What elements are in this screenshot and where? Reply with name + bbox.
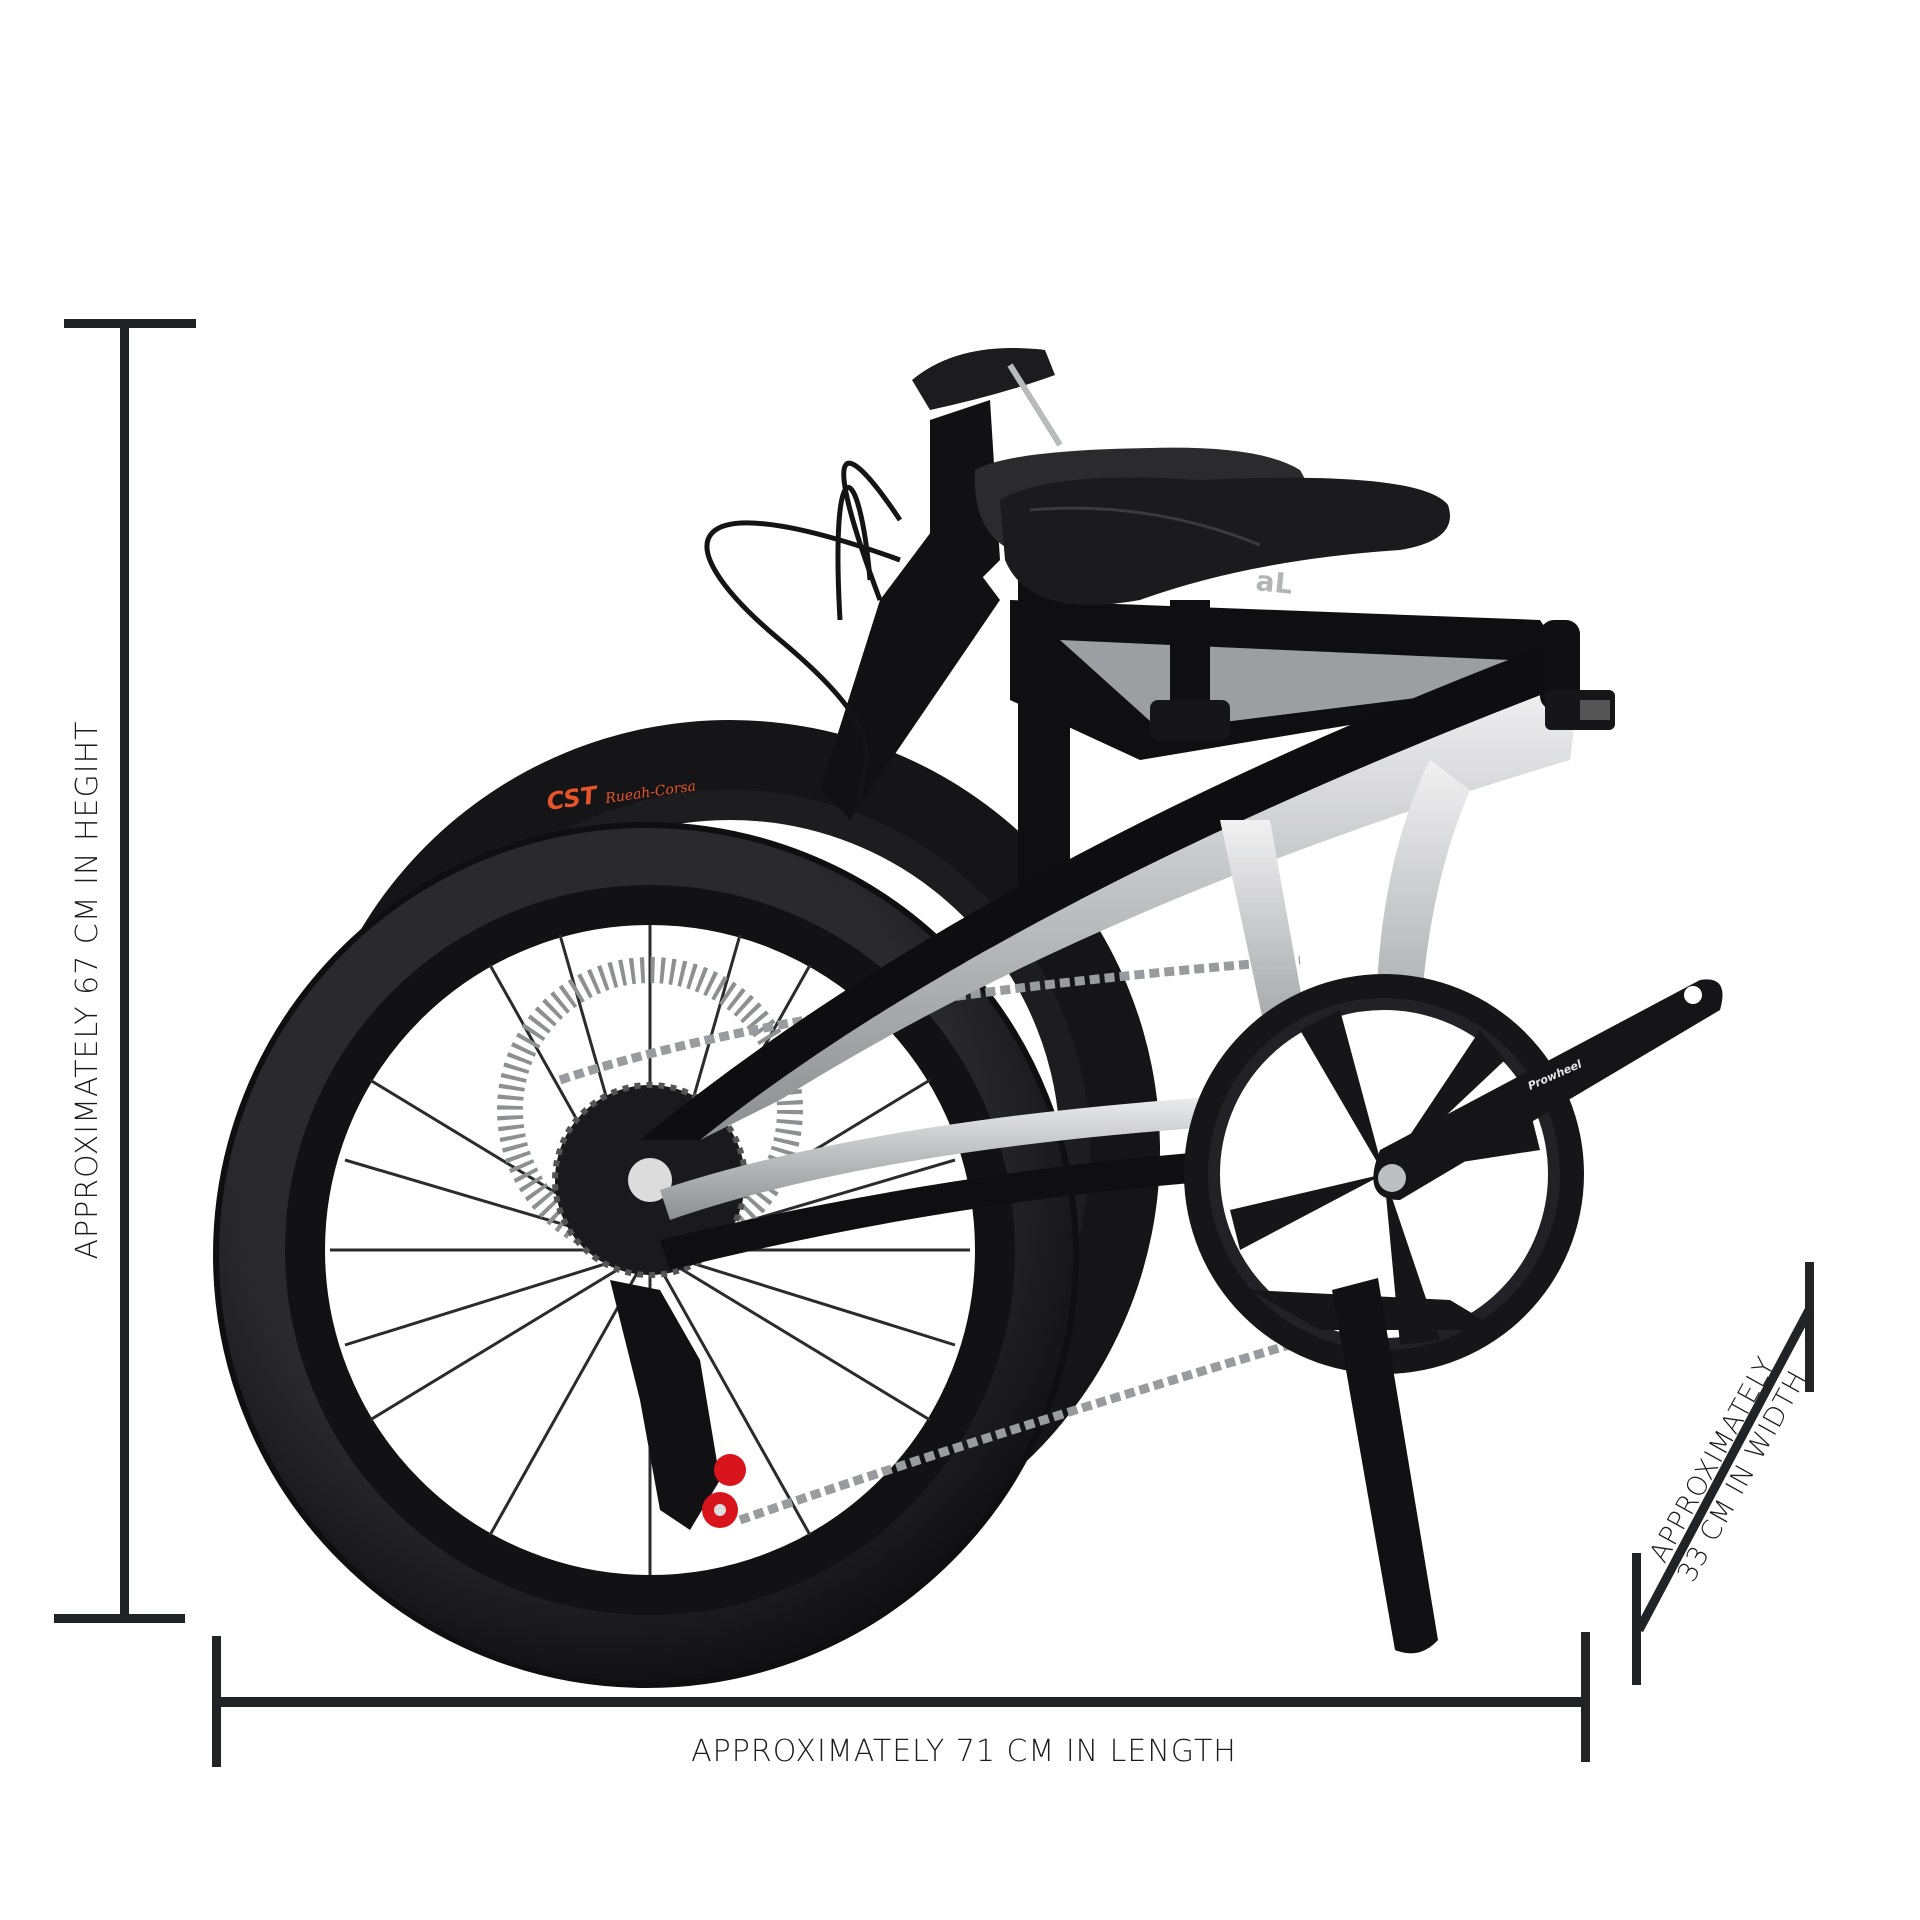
width-cap-left [1632, 1553, 1641, 1685]
folding-hinge [1540, 620, 1615, 730]
seat-clamp [1150, 600, 1230, 740]
main-frame [640, 640, 1580, 1270]
height-line [120, 320, 129, 1622]
height-cap-bottom [54, 1614, 185, 1623]
frame-logo: aL [1254, 564, 1294, 601]
length-label: APPROXIMATELY 71 CM IN LENGTH [691, 1734, 1237, 1769]
rear-derailleur [610, 1280, 746, 1530]
chain [558, 955, 1342, 1525]
height-cap-top [64, 319, 196, 328]
crank-arm: Prowheel [1373, 979, 1723, 1200]
brake-cables [704, 460, 903, 801]
length-line [216, 1697, 1588, 1707]
saddle [974, 447, 1450, 605]
length-cap-right [1581, 1632, 1590, 1762]
pedal-post [1332, 1278, 1438, 1654]
height-label: APPROXIMATELY 67 CM IN HEGIHT [70, 720, 105, 1260]
width-cap-right [1805, 1262, 1814, 1392]
